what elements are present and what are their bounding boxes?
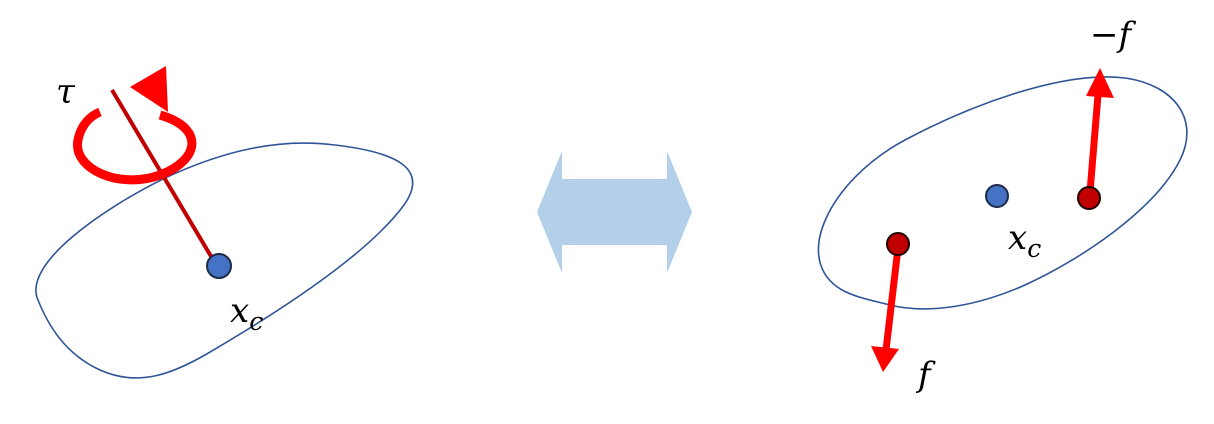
torque-label: τ [56,72,76,112]
left-center-point [206,253,232,279]
torque-arrow-head [130,66,168,112]
left-panel: τ xc [35,66,414,379]
right-center-label: xc [1008,218,1041,263]
torque-rotation-arrow [73,107,197,185]
force-application-point [886,232,910,256]
force-arrow-head [871,346,899,372]
force-label: f [915,355,936,395]
left-center-label: xc [230,291,263,336]
neg-force-label: −f [1090,15,1137,55]
right-center-point [985,184,1009,208]
neg-force-application-point [1077,186,1101,210]
left-center-label-subscript: c [249,307,263,336]
neg-force-label-symbol: f [1116,15,1137,55]
equivalence-double-arrow [537,151,692,273]
left-center-label-base: x [230,291,249,331]
neg-force-arrow-head [1086,68,1114,98]
right-body-outline [817,76,1188,310]
right-center-label-subscript: c [1027,234,1041,263]
left-body-outline [35,142,414,379]
right-center-label-base: x [1008,218,1027,258]
force-arrow-shaft [882,247,902,351]
right-panel: −f f xc [817,15,1188,395]
neg-force-label-sign: − [1090,15,1119,55]
neg-force-arrow-shaft [1086,94,1102,193]
